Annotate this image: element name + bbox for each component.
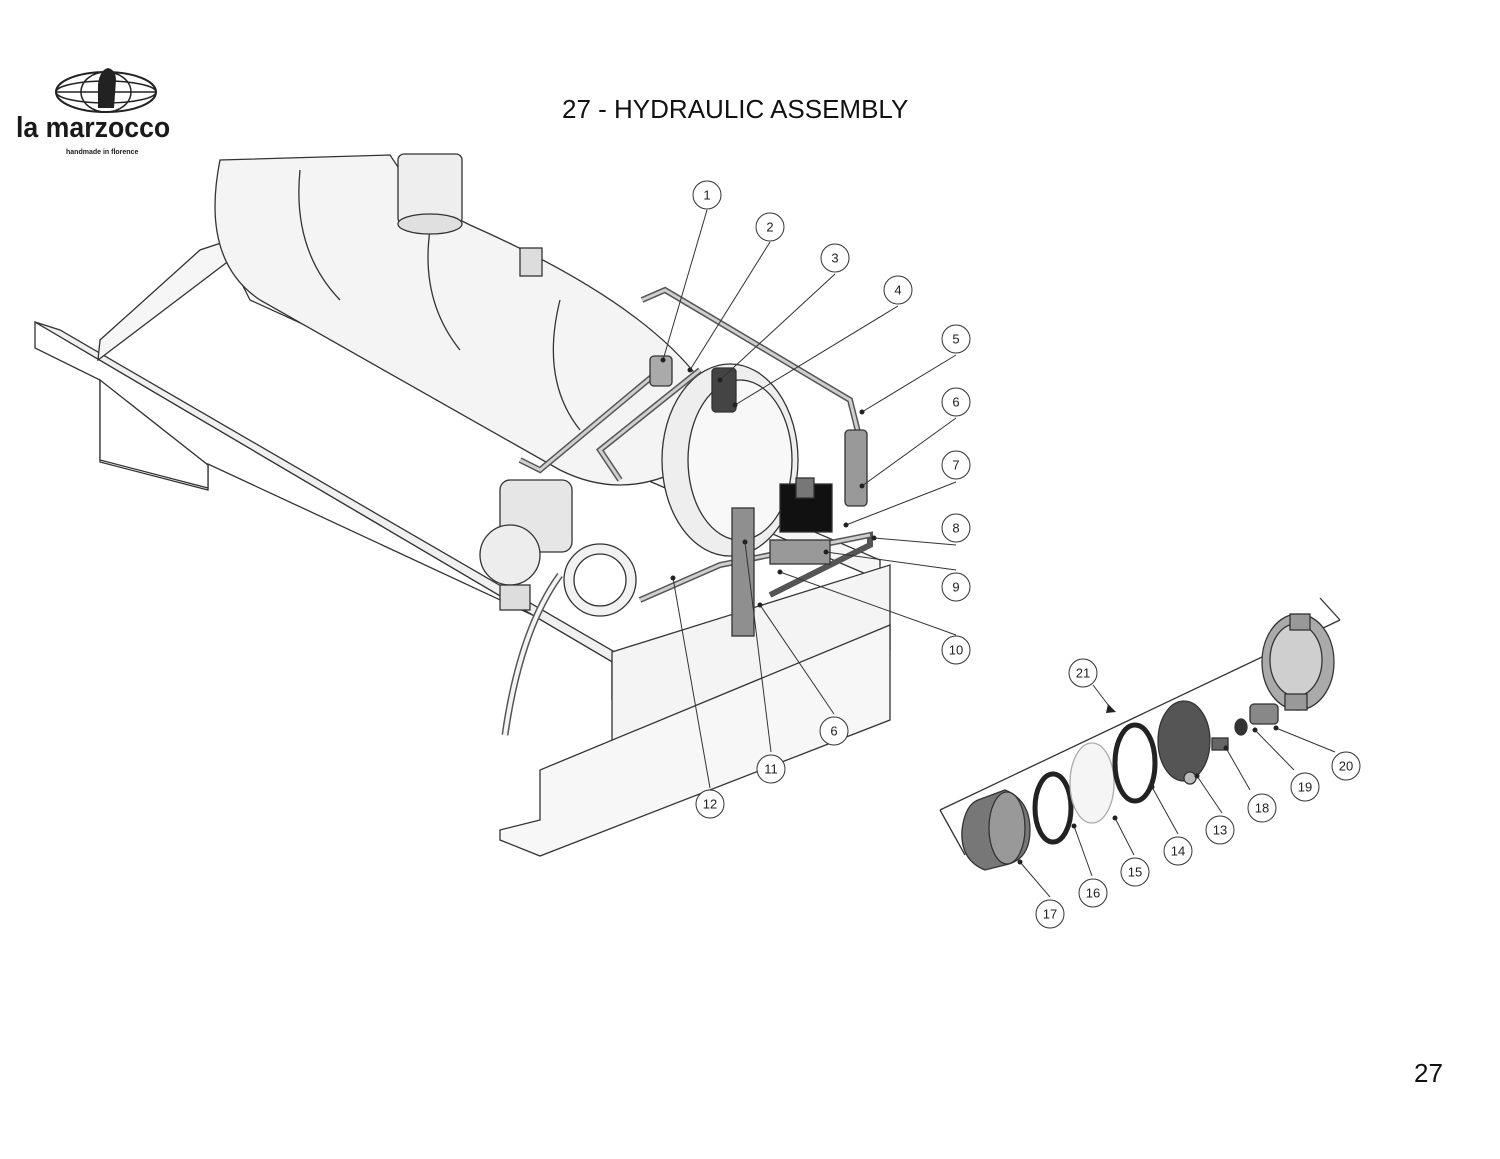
brand-tagline: handmade in florence — [66, 149, 139, 156]
callout-label-6: 6 — [952, 395, 959, 410]
callout-circle-17 — [1035, 899, 1065, 929]
callout-label-12: 12 — [703, 797, 717, 812]
callout-label-18: 18 — [1255, 801, 1269, 816]
callout-label-21: 21 — [1076, 666, 1090, 681]
callout-circle-13 — [1205, 815, 1235, 845]
callout-circle-18 — [1247, 793, 1277, 823]
callout-label-19: 19 — [1298, 780, 1312, 795]
callout-circle-7 — [941, 450, 971, 480]
callout-label-14: 14 — [1171, 844, 1185, 859]
callout-circle-4 — [883, 275, 913, 305]
page-title: 27 - HYDRAULIC ASSEMBLY — [562, 94, 909, 124]
callout-circle-8 — [941, 513, 971, 543]
callout-circle-20 — [1331, 751, 1361, 781]
callout-circle-3 — [820, 243, 850, 273]
callout-label-11: 11 — [764, 762, 778, 777]
la-marzocco-logo-icon — [55, 68, 157, 113]
callout-label-8: 8 — [952, 521, 959, 536]
callout-circle-21 — [1068, 658, 1098, 688]
callout-label-9: 9 — [952, 580, 959, 595]
callout-label-4: 4 — [894, 283, 901, 298]
callout-label-15: 15 — [1128, 865, 1142, 880]
callout-circle-11 — [756, 754, 786, 784]
callout-circle-12 — [695, 789, 725, 819]
page-number: 27 — [1414, 1058, 1443, 1088]
callout-label-17: 17 — [1043, 907, 1057, 922]
callout-label-3: 3 — [831, 251, 838, 266]
callout-circle-10 — [941, 635, 971, 665]
callout-label-16: 16 — [1086, 886, 1100, 901]
callout-circle-5 — [941, 324, 971, 354]
callout-label-10: 10 — [949, 643, 963, 658]
callout-label-2: 2 — [766, 220, 773, 235]
callout-circle-9 — [941, 572, 971, 602]
callout-circle-2 — [755, 212, 785, 242]
callout-circle-6 — [941, 387, 971, 417]
callout-circle-6 — [819, 716, 849, 746]
callout-circle-15 — [1120, 857, 1150, 887]
callout-circle-16 — [1078, 878, 1108, 908]
callout-label-7: 7 — [952, 458, 959, 473]
callout-label-5: 5 — [952, 332, 959, 347]
brand-name: la marzocco — [16, 112, 171, 144]
callout-label-20: 20 — [1339, 759, 1353, 774]
callout-circle-1 — [692, 180, 722, 210]
callout-label-6: 6 — [830, 724, 837, 739]
callout-label-1: 1 — [703, 188, 710, 203]
callout-circle-19 — [1290, 772, 1320, 802]
callout-circle-14 — [1163, 836, 1193, 866]
callout-label-13: 13 — [1213, 823, 1227, 838]
